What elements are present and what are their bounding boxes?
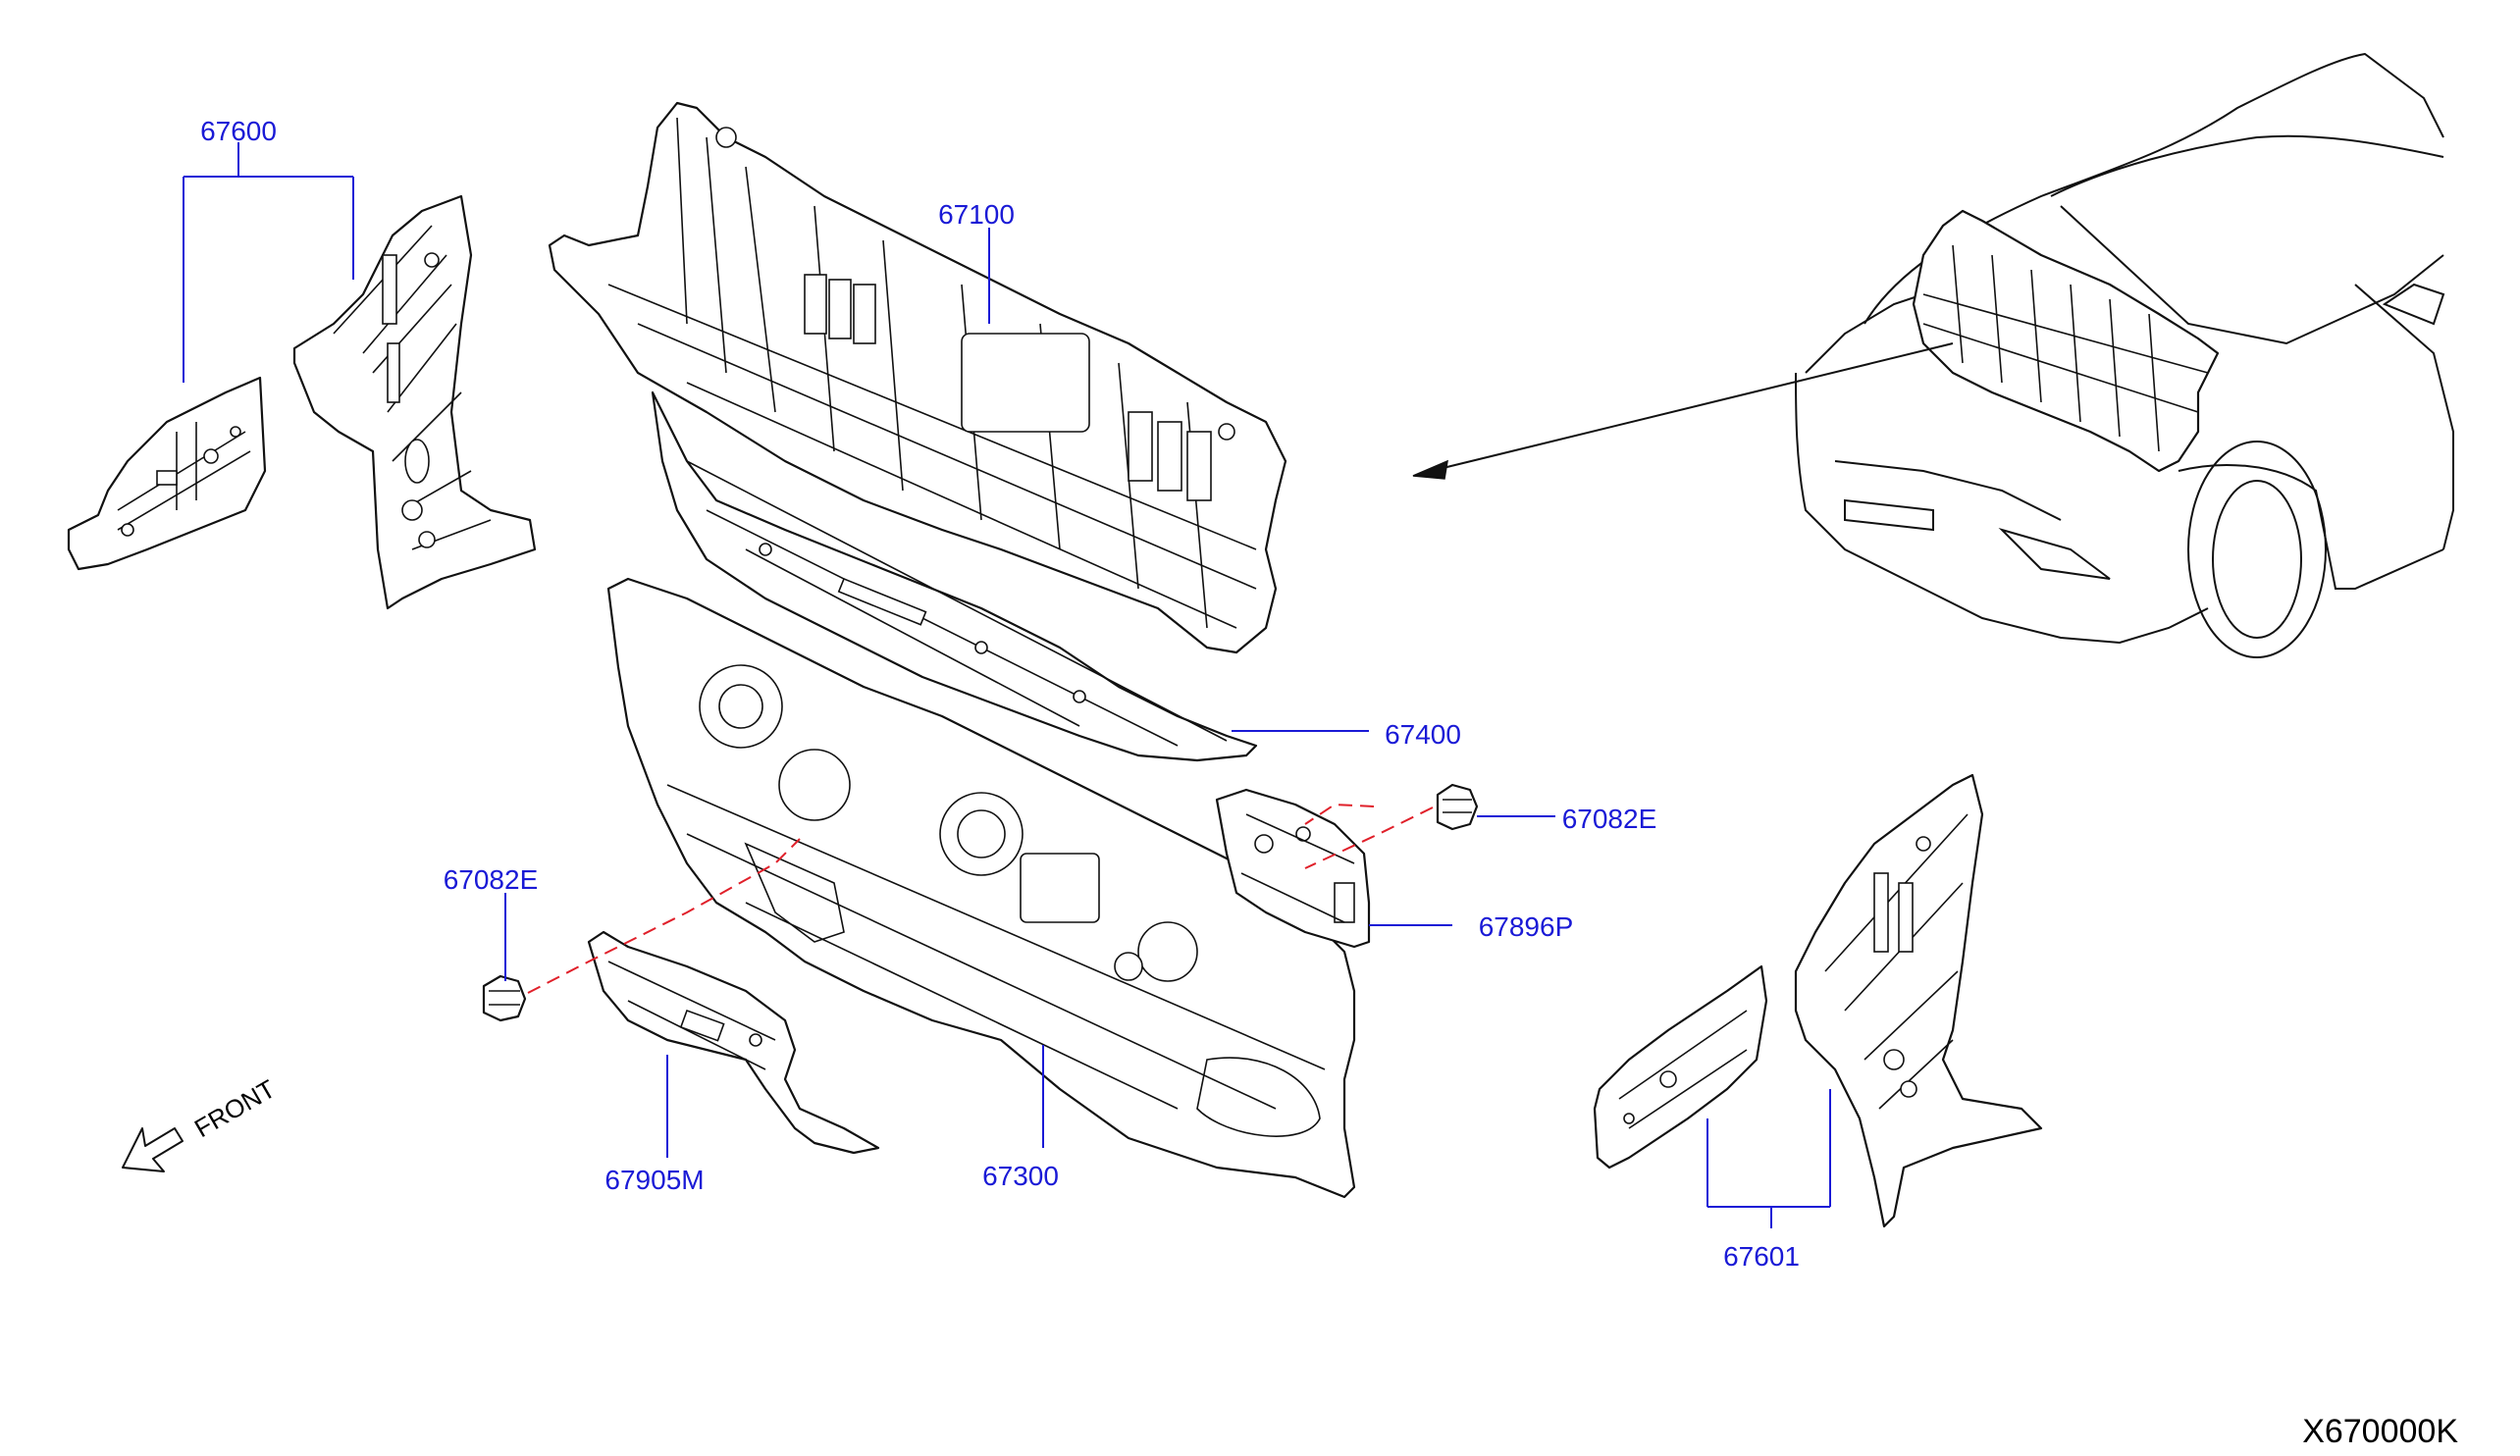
leader-lines xyxy=(183,142,1831,1228)
part-67600-side-panel-left[interactable] xyxy=(67,194,537,610)
part-67100-upper-cowl[interactable] xyxy=(548,101,1287,654)
callout-67082e-left[interactable]: 67082E xyxy=(444,864,539,895)
callout-67601[interactable]: 67601 xyxy=(1723,1241,1800,1272)
callout-67896p[interactable]: 67896P xyxy=(1479,911,1574,942)
vehicle-location-illustration xyxy=(1412,52,2454,658)
front-arrow-icon xyxy=(122,1127,184,1172)
callout-67300[interactable]: 67300 xyxy=(982,1161,1059,1191)
clip-67082e-right[interactable] xyxy=(1436,783,1479,831)
fastener-path-left xyxy=(527,838,801,994)
part-67905m-lower-bracket[interactable] xyxy=(587,930,880,1155)
callout-67905m[interactable]: 67905M xyxy=(604,1165,704,1195)
callout-67400[interactable]: 67400 xyxy=(1385,719,1461,750)
front-direction-indicator: FRONT xyxy=(122,1073,281,1172)
part-67300-dash-panel[interactable] xyxy=(606,577,1356,1199)
clip-67082e-left[interactable] xyxy=(482,974,527,1022)
front-label: FRONT xyxy=(189,1073,281,1143)
fastener-path-right xyxy=(1304,803,1434,869)
callout-67082e-right[interactable]: 67082E xyxy=(1562,804,1657,834)
callout-67100[interactable]: 67100 xyxy=(938,199,1015,230)
callout-67600[interactable]: 67600 xyxy=(200,116,277,146)
part-67896p-bracket[interactable] xyxy=(1215,788,1371,949)
part-67400-cowl-lower-member[interactable] xyxy=(651,390,1258,762)
part-67601-side-panel-right[interactable] xyxy=(1593,773,2043,1228)
diagram-code: X670000K xyxy=(2302,1413,2458,1450)
